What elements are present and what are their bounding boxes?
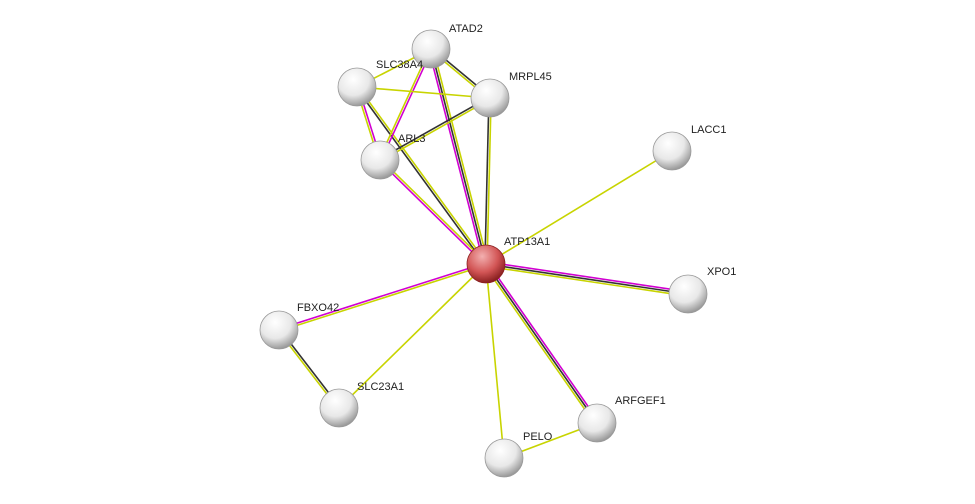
- node-mrpl45[interactable]: MRPL45: [470, 71, 552, 118]
- edge-line-experiments: [487, 262, 600, 423]
- node-label: ATP13A1: [504, 236, 550, 248]
- edge-line-textmining: [380, 158, 488, 264]
- node-lacc1[interactable]: LACC1: [652, 124, 726, 171]
- node-label: SLC38A4: [376, 59, 423, 71]
- node-sphere: [466, 244, 506, 284]
- edge-line-textmining: [486, 98, 492, 265]
- edge-atp13a1-pelo[interactable]: [485, 263, 505, 459]
- node-sphere: [360, 140, 400, 180]
- edge-line-textmining: [356, 86, 491, 99]
- node-slc38a4[interactable]: SLC38A4: [337, 59, 423, 107]
- node-sphere: [259, 310, 299, 350]
- edge-atp13a1-arfgef1[interactable]: [483, 262, 600, 425]
- edge-atp13a1-atad2[interactable]: [428, 48, 489, 265]
- edge-arl3-mrpl45[interactable]: [379, 96, 491, 162]
- node-sphere: [319, 388, 359, 428]
- node-label: ATAD2: [449, 23, 483, 35]
- edge-atp13a1-slc23a1[interactable]: [338, 263, 487, 409]
- edge-atp13a1-slc38a4[interactable]: [355, 85, 488, 266]
- node-label: ARL3: [398, 133, 426, 145]
- edge-atp13a1-mrpl45[interactable]: [484, 97, 492, 265]
- edge-line-coexpression: [484, 97, 490, 264]
- node-sphere: [337, 67, 377, 107]
- edge-line-textmining: [483, 264, 596, 425]
- edge-line-textmining: [380, 98, 491, 162]
- edge-atp13a1-lacc1[interactable]: [485, 150, 673, 265]
- edge-line-coexpression: [485, 263, 689, 295]
- edge-line-textmining: [485, 263, 505, 459]
- edge-line-textmining: [485, 150, 673, 265]
- node-sphere: [484, 438, 524, 478]
- edge-line-coexpression: [430, 48, 487, 265]
- edge-line-coexpression: [485, 263, 598, 424]
- node-sphere: [668, 274, 708, 314]
- edge-line-experiments: [428, 49, 485, 265]
- edge-atad2-arl3[interactable]: [378, 48, 433, 161]
- node-sphere: [652, 131, 692, 171]
- node-label: LACC1: [691, 124, 726, 136]
- node-fbxo42[interactable]: FBXO42: [259, 302, 339, 350]
- node-label: SLC23A1: [357, 381, 404, 393]
- node-arl3[interactable]: ARL3: [360, 133, 426, 180]
- edge-line-textmining: [357, 85, 488, 264]
- node-atad2[interactable]: ATAD2: [411, 23, 483, 69]
- edge-line-experiments: [486, 261, 689, 293]
- node-label: XPO1: [707, 266, 736, 278]
- edge-slc38a4-mrpl45[interactable]: [356, 86, 491, 99]
- edge-line-experiments: [278, 262, 486, 330]
- node-sphere: [577, 403, 617, 443]
- node-sphere: [470, 78, 510, 118]
- node-xpo1[interactable]: XPO1: [668, 266, 736, 314]
- node-arfgef1[interactable]: ARFGEF1: [577, 395, 666, 443]
- edge-line-coexpression: [355, 87, 486, 266]
- edge-atp13a1-fbxo42[interactable]: [278, 262, 487, 332]
- edge-line-experiments: [378, 160, 486, 266]
- edge-line-textmining: [432, 48, 489, 264]
- edge-line-coexpression: [379, 96, 490, 160]
- node-sphere: [411, 29, 451, 69]
- node-atp13a1[interactable]: ATP13A1: [466, 236, 550, 284]
- node-label: FBXO42: [297, 302, 339, 314]
- edge-line-experiments: [380, 49, 433, 161]
- node-label: ARFGEF1: [615, 395, 666, 407]
- node-slc23a1[interactable]: SLC23A1: [319, 381, 404, 428]
- edge-line-textmining: [338, 263, 487, 409]
- node-pelo[interactable]: PELO: [484, 431, 553, 478]
- edge-atp13a1-xpo1[interactable]: [485, 261, 689, 297]
- edge-line-textmining: [279, 264, 487, 332]
- edge-line-textmining: [378, 48, 431, 160]
- edge-line-textmining: [485, 265, 688, 297]
- node-label: PELO: [523, 431, 553, 443]
- edge-atp13a1-arl3[interactable]: [378, 158, 488, 266]
- node-label: MRPL45: [509, 71, 552, 83]
